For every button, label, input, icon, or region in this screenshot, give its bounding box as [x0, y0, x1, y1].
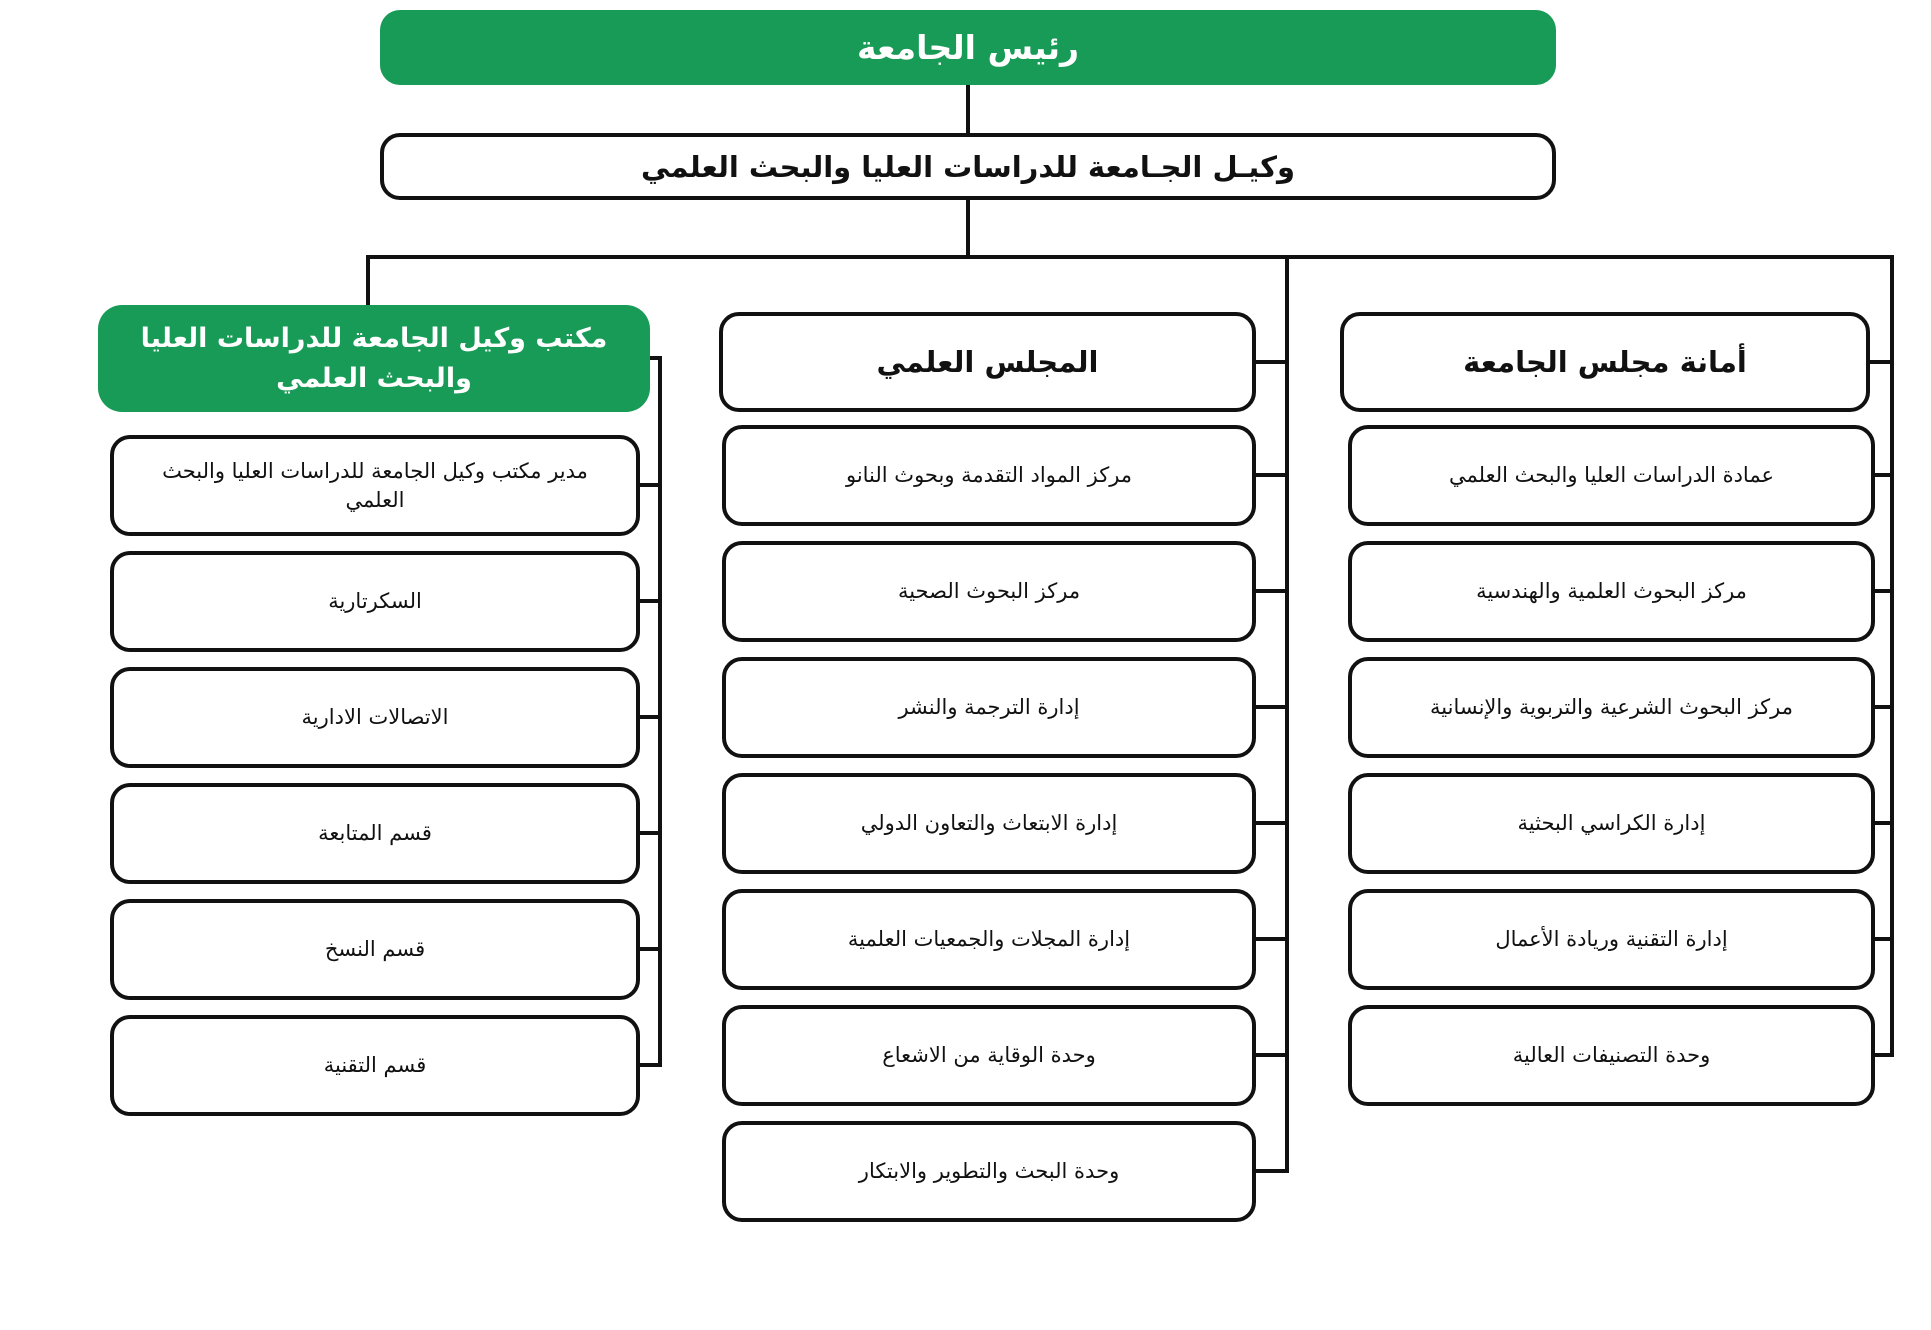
org-item-box: السكرتارية — [110, 551, 640, 652]
connector-root-deputy — [966, 83, 970, 137]
office-item-stub — [634, 483, 662, 487]
connector-deputy-trunk — [966, 196, 970, 259]
office-item-stub — [634, 831, 662, 835]
org-item-box: قسم المتابعة — [110, 783, 640, 884]
org-item-box: إدارة الابتعاث والتعاون الدولي — [722, 773, 1256, 874]
org-item-box: الاتصالات الادارية — [110, 667, 640, 768]
scientific-council-item-stub — [1250, 589, 1289, 593]
office-spine — [658, 356, 662, 1067]
org-item-box: وحدة التصنيفات العالية — [1348, 1005, 1875, 1106]
scientific-council-item-stub — [1250, 1053, 1289, 1057]
scientific-council-spine — [1285, 255, 1289, 1173]
org-item-box: إدارة الترجمة والنشر — [722, 657, 1256, 758]
scientific-council-item-stub — [1250, 473, 1289, 477]
org-item-box: مدير مكتب وكيل الجامعة للدراسات العليا و… — [110, 435, 640, 536]
scientific-council-header-box: المجلس العلمي — [719, 312, 1256, 412]
org-item-box: عمادة الدراسات العليا والبحث العلمي — [1348, 425, 1875, 526]
org-item-box: وحدة الوقاية من الاشعاع — [722, 1005, 1256, 1106]
council-secretariat-item-stub — [1869, 473, 1894, 477]
scientific-council-item-stub — [1250, 821, 1289, 825]
org-item-box: إدارة التقنية وريادة الأعمال — [1348, 889, 1875, 990]
office-item-stub — [634, 947, 662, 951]
scientific-council-item-stub — [1250, 937, 1289, 941]
connector-trunk-office — [366, 255, 370, 309]
org-item-box: إدارة المجلات والجمعيات العلمية — [722, 889, 1256, 990]
org-item-box: إدارة الكراسي البحثية — [1348, 773, 1875, 874]
office-item-stub — [634, 715, 662, 719]
council-secretariat-item-stub — [1869, 937, 1894, 941]
council-secretariat-item-stub — [1869, 821, 1894, 825]
root-box: رئيس الجامعة — [380, 10, 1556, 85]
org-item-box: وحدة البحث والتطوير والابتكار — [722, 1121, 1256, 1222]
deputy-box: وكيـل الجـامعة للدراسات العليا والبحث ال… — [380, 133, 1556, 200]
org-item-box: مركز البحوث الصحية — [722, 541, 1256, 642]
council-secretariat-header-box: أمانة مجلس الجامعة — [1340, 312, 1870, 412]
scientific-council-item-stub — [1250, 1169, 1289, 1173]
council-secretariat-item-stub — [1869, 1053, 1894, 1057]
council-secretariat-item-stub — [1869, 589, 1894, 593]
office-item-stub — [634, 1063, 662, 1067]
office-header-stub — [644, 356, 662, 360]
org-item-box: مركز البحوث العلمية والهندسية — [1348, 541, 1875, 642]
council-secretariat-spine — [1890, 255, 1894, 1057]
council-secretariat-item-stub — [1869, 705, 1894, 709]
org-item-box: قسم التقنية — [110, 1015, 640, 1116]
council-secretariat-header-stub — [1864, 360, 1894, 364]
org-item-box: قسم النسخ — [110, 899, 640, 1000]
office-item-stub — [634, 599, 662, 603]
org-item-box: مركز البحوث الشرعية والتربوية والإنسانية — [1348, 657, 1875, 758]
office-header-box: مكتب وكيل الجامعة للدراسات العليا والبحث… — [98, 305, 650, 412]
org-item-box: مركز المواد التقدمة وبحوث النانو — [722, 425, 1256, 526]
scientific-council-item-stub — [1250, 705, 1289, 709]
connector-trunk — [366, 255, 1894, 259]
scientific-council-header-stub — [1250, 360, 1289, 364]
